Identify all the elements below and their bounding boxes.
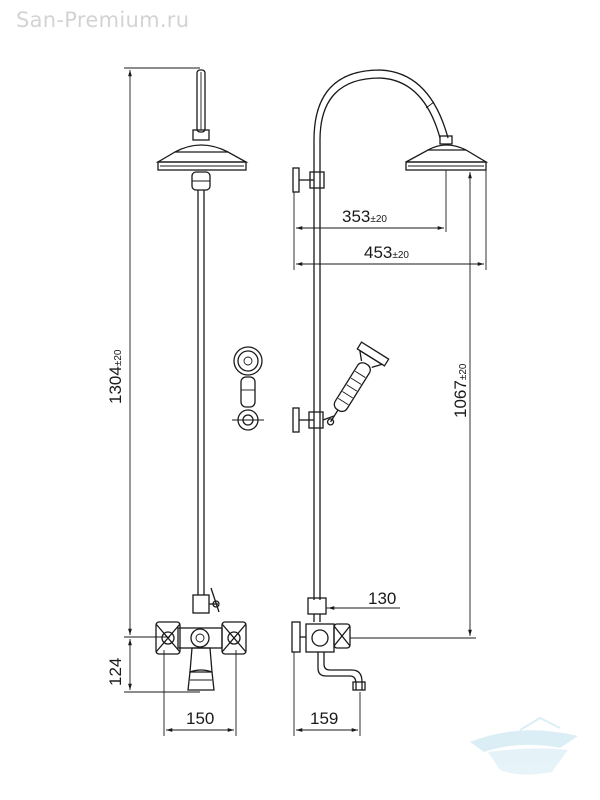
dim-453-label: 453±20 bbox=[364, 243, 409, 262]
dim-353-label: 353±20 bbox=[342, 207, 387, 226]
dim-1067-label: 1067±20 bbox=[451, 363, 470, 418]
watermark-site-name: San-Premium.ru bbox=[16, 8, 190, 32]
bathtub-logo-icon bbox=[470, 716, 578, 775]
dimension-labels: 1304±20 124 150 159 353±20 453±20 1067±2… bbox=[106, 207, 470, 728]
dimension-lines bbox=[124, 67, 487, 736]
dim-159-label: 159 bbox=[310, 709, 338, 728]
front-view bbox=[155, 69, 264, 691]
dim-130-label: 130 bbox=[368, 589, 396, 608]
dim-124-label: 124 bbox=[106, 658, 125, 686]
dim-150-label: 150 bbox=[186, 709, 214, 728]
dim-1304-label: 1304±20 bbox=[106, 349, 125, 404]
side-view bbox=[291, 69, 489, 691]
